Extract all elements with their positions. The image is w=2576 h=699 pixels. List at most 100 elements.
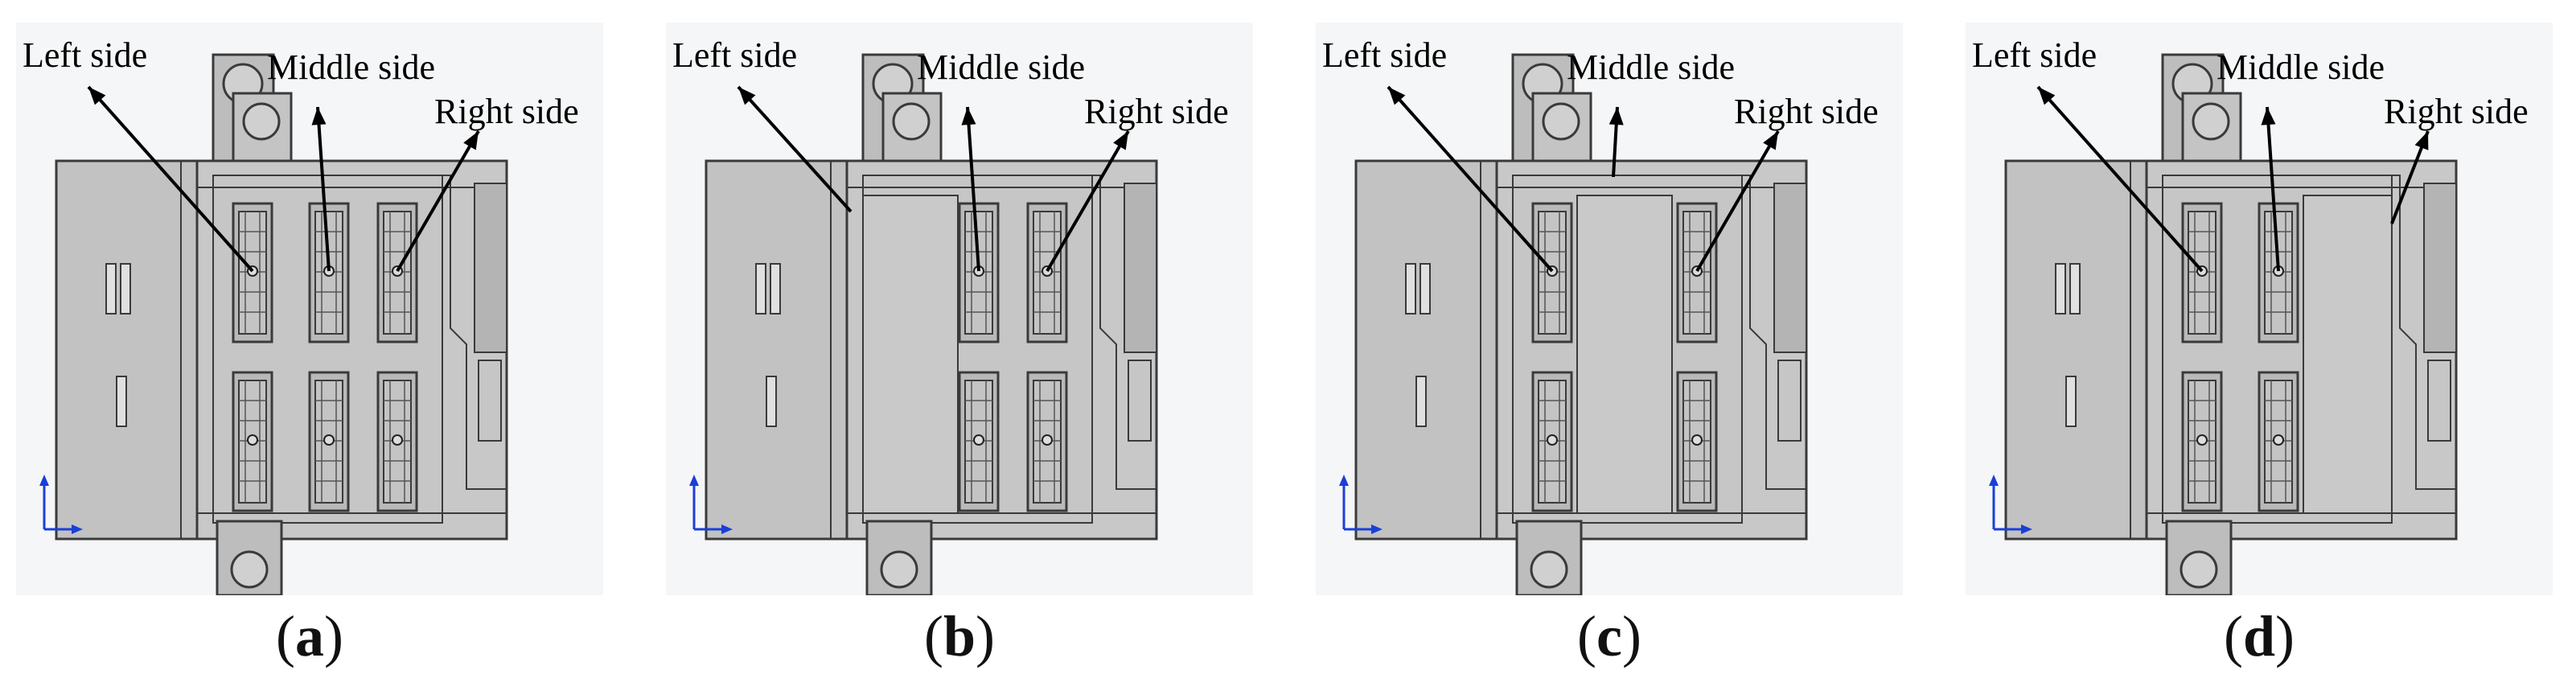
axis-y-head [1339, 475, 1349, 486]
slot-hole [1041, 434, 1053, 446]
vent-slot [2065, 376, 2077, 427]
vent-slot [120, 263, 131, 315]
label-right-side: Right side [1084, 92, 1229, 131]
caption-d: (d) [2223, 604, 2295, 668]
vent-slot [105, 263, 117, 315]
right-step [442, 175, 507, 490]
right-step [2392, 175, 2456, 490]
device-drawing [1339, 53, 1808, 595]
label-right-side: Right side [434, 92, 579, 131]
arrow-line [396, 130, 480, 273]
left-housing [55, 159, 199, 541]
vent-slot [116, 376, 127, 427]
axis-y-head [39, 475, 49, 486]
slot-hole [2196, 434, 2208, 446]
arrow-line [1046, 130, 1130, 273]
left-housing [705, 159, 848, 541]
caption-letter: c [1596, 604, 1622, 668]
vent-slot [766, 376, 777, 427]
axis-x-head [2021, 524, 2032, 534]
bottom-tab-hole [2180, 550, 2218, 589]
left-housing [1354, 159, 1498, 541]
right-rail [1124, 183, 1157, 353]
bottom-tab-hole [230, 550, 269, 589]
bottom-tab-hole [880, 550, 918, 589]
arrow-head [738, 87, 756, 105]
caption-b: (b) [923, 604, 995, 668]
vent-slot [2055, 263, 2066, 315]
arrow-line [2266, 106, 2280, 272]
arrow-head [463, 131, 479, 150]
left-housing [2004, 159, 2148, 541]
caption-a: (a) [276, 604, 343, 668]
label-left-side: Left side [1972, 35, 2097, 75]
arrow-line [1695, 130, 1780, 273]
arrow-head [2038, 87, 2056, 105]
top-tab-2-hole [242, 102, 281, 141]
slot-hole [392, 434, 403, 446]
label-right-side: Right side [2384, 92, 2529, 131]
arrow-line [1387, 85, 1554, 273]
arrow-line [2036, 85, 2204, 273]
right-rail [474, 183, 507, 353]
right-window [2427, 360, 2451, 442]
right-rail [2423, 183, 2457, 353]
slot-hole [2273, 434, 2284, 446]
axis-y-head [1989, 475, 1999, 486]
axis-y-head [689, 475, 699, 486]
arrow-head [88, 87, 106, 105]
device-drawing [39, 53, 508, 595]
axis-x-head [721, 524, 733, 534]
slot-hole [1691, 434, 1703, 446]
vent-slot [1415, 376, 1427, 427]
caption-c: (c) [1577, 604, 1641, 668]
top-tab-2-hole [1542, 102, 1580, 141]
device-drawing [689, 53, 1158, 595]
arrow-head [961, 107, 976, 125]
label-left-side: Left side [672, 35, 797, 75]
label-left-side: Left side [23, 35, 147, 75]
arrow-head [1388, 87, 1406, 105]
vent-slot [2069, 263, 2081, 315]
right-step [1742, 175, 1806, 490]
right-window [478, 360, 502, 442]
arrow-head [2261, 107, 2276, 125]
vent-slot [1419, 263, 1431, 315]
axis-x-head [1371, 524, 1382, 534]
blocked-region [1576, 195, 1673, 514]
arrow-line [966, 106, 980, 272]
label-middle-side: Middle side [917, 47, 1085, 87]
slot-hole [323, 434, 335, 446]
axis-x-head [72, 524, 83, 534]
label-middle-side: Middle side [267, 47, 435, 87]
vent-slot [770, 263, 781, 315]
blocked-region [862, 195, 959, 514]
label-right-side: Right side [1734, 92, 1879, 131]
arrow-line [87, 85, 254, 273]
slot-hole [1547, 434, 1558, 446]
caption-letter: d [2242, 604, 2276, 668]
arrow-head [1608, 107, 1624, 125]
label-middle-side: Middle side [2217, 47, 2385, 87]
label-left-side: Left side [1322, 35, 1447, 75]
arrow-head [1113, 131, 1128, 150]
arrow-line [316, 106, 331, 272]
arrow-line [737, 85, 853, 213]
right-rail [1773, 183, 1807, 353]
label-middle-side: Middle side [1567, 47, 1735, 87]
top-tab-2-hole [2192, 102, 2230, 141]
device-drawing [1989, 53, 2458, 595]
arrow-head [311, 107, 327, 125]
vent-slot [1405, 263, 1416, 315]
slot-hole [973, 434, 984, 446]
top-tab-2-hole [892, 102, 931, 141]
